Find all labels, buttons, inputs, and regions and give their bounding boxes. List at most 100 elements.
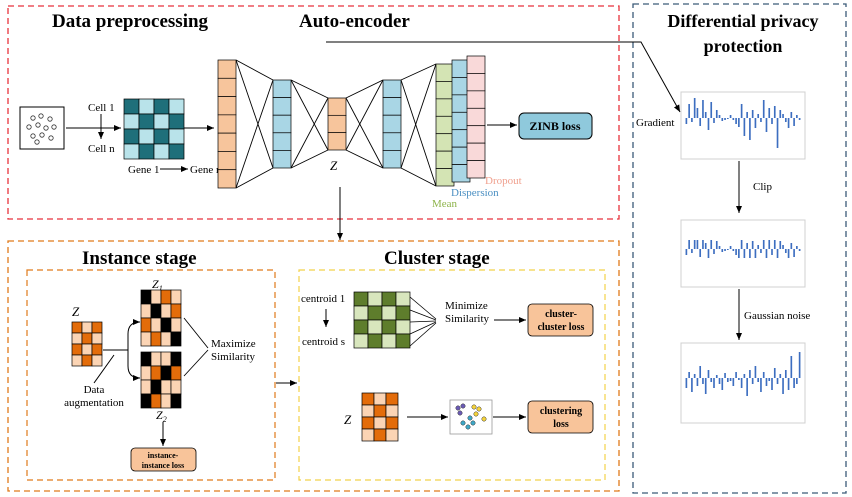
cluster-z-cell (373, 404, 387, 418)
z2-cell (150, 365, 162, 381)
minimize-lines (409, 296, 437, 347)
clipped-bar (688, 240, 690, 249)
encoder-link (290, 97, 329, 169)
noised-bar (685, 378, 688, 388)
encoder-link (400, 63, 437, 169)
centroid-cell (395, 319, 411, 335)
gradient-bar (702, 100, 704, 118)
encoder-unit (435, 168, 455, 187)
encoder-unit (272, 150, 292, 169)
z2-letter: Z (156, 408, 163, 422)
centroids-label: centroid s (302, 336, 345, 348)
clipped-bar (793, 249, 795, 257)
encoder-unit (435, 115, 455, 135)
clipped-bar (784, 249, 787, 253)
instance-z-label: Z (72, 304, 80, 319)
noised-bar (754, 366, 757, 378)
encoder-unit (272, 114, 292, 134)
genem-label: Gene m (190, 164, 225, 176)
clipped-bars (685, 240, 801, 258)
clipped-bar (721, 249, 724, 252)
clipped-bar (713, 249, 715, 254)
centroid-cell (381, 305, 397, 321)
encoder-unit (466, 55, 486, 74)
clipped-bar (710, 240, 713, 249)
encoder-unit (217, 114, 237, 134)
encoder-link (400, 79, 437, 187)
gradient-bar (713, 118, 715, 123)
clipped-bar (771, 249, 773, 255)
centroid-cell (395, 333, 411, 349)
noised-bar (726, 378, 729, 382)
clipped-box (680, 219, 806, 288)
cluster-z-cell (373, 392, 387, 406)
cluster-z-cell (361, 404, 375, 418)
noised-bar (721, 378, 724, 390)
noised-bar (702, 378, 704, 384)
z1-cell (160, 317, 172, 333)
noised-bar (779, 374, 782, 378)
gradient-bar (773, 106, 776, 118)
maximize-line2: Similarity (211, 351, 256, 363)
noised-bar (757, 378, 760, 382)
minimize-line2: Similarity (445, 313, 490, 325)
clipped-bar (702, 240, 704, 249)
cluster-z-matrix (361, 392, 399, 442)
encoder-unit (382, 132, 402, 151)
gradient-bar (749, 118, 751, 140)
z1-cell (150, 317, 162, 333)
gradient-bars (685, 98, 801, 148)
centroid-cell (367, 305, 383, 321)
noised-bar (715, 375, 718, 378)
matrix-cell (168, 98, 185, 115)
centroid-cell (367, 291, 383, 307)
clipped-bar (724, 249, 726, 251)
noised-bar (796, 378, 798, 384)
encoder-unit (217, 151, 237, 171)
cluster-z-cell (373, 428, 387, 442)
z1-cell (150, 331, 162, 347)
clipped-bar (707, 249, 710, 258)
z-cell (91, 354, 103, 367)
centroid1-label: centroid 1 (301, 293, 345, 305)
gradient-bar (718, 115, 721, 118)
z-cell (81, 343, 93, 356)
cluster-cluster-loss-box (527, 303, 594, 337)
instance-frame (26, 269, 276, 481)
encoder-unit (272, 79, 292, 98)
clipped-bar (685, 249, 688, 255)
noised-bar (691, 378, 693, 392)
instance-loss-box (130, 447, 197, 472)
gradient-bar (693, 98, 696, 118)
zinb-loss-label: ZINB loss (529, 119, 580, 133)
encoder-unit (435, 81, 455, 100)
instance-loss-line2: instance loss (142, 461, 184, 470)
encoder-link (400, 63, 437, 81)
gradient-bar (732, 118, 735, 120)
cluster-z-cell (385, 404, 399, 418)
encoder-unit (327, 114, 347, 134)
gradient-bar (784, 118, 787, 122)
instance-z-matrix (71, 321, 103, 367)
noised-bar (765, 378, 768, 386)
encoder-link (235, 59, 274, 169)
z1-cell (150, 289, 162, 305)
z2-cell (170, 393, 182, 409)
z-bottleneck-label: Z (330, 158, 338, 173)
centroid-cell (367, 333, 383, 349)
clipped-bar (751, 241, 754, 249)
gradient-bar (765, 118, 768, 132)
noised-bar (732, 378, 735, 386)
centroid-cell (367, 319, 383, 335)
centroid-cell (381, 319, 397, 335)
gradient-bar (762, 100, 765, 118)
noised-bar (713, 378, 715, 388)
cl-loss-line1: clustering (540, 406, 582, 417)
clip-label: Clip (753, 181, 772, 193)
clipped-bar (740, 240, 743, 249)
encoder-link (345, 149, 384, 169)
cc-loss-line2: cluster loss (538, 322, 585, 333)
encoder-link (235, 167, 274, 189)
gradient-box (680, 91, 806, 160)
